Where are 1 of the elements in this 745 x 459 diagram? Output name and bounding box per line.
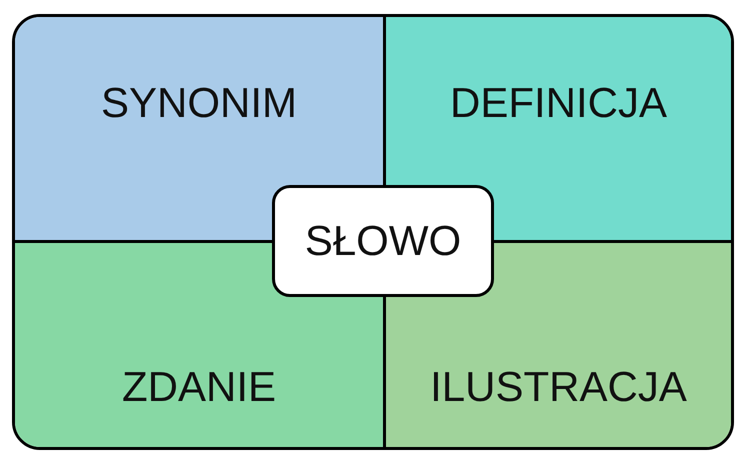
center-box: SŁOWO [272, 185, 494, 297]
